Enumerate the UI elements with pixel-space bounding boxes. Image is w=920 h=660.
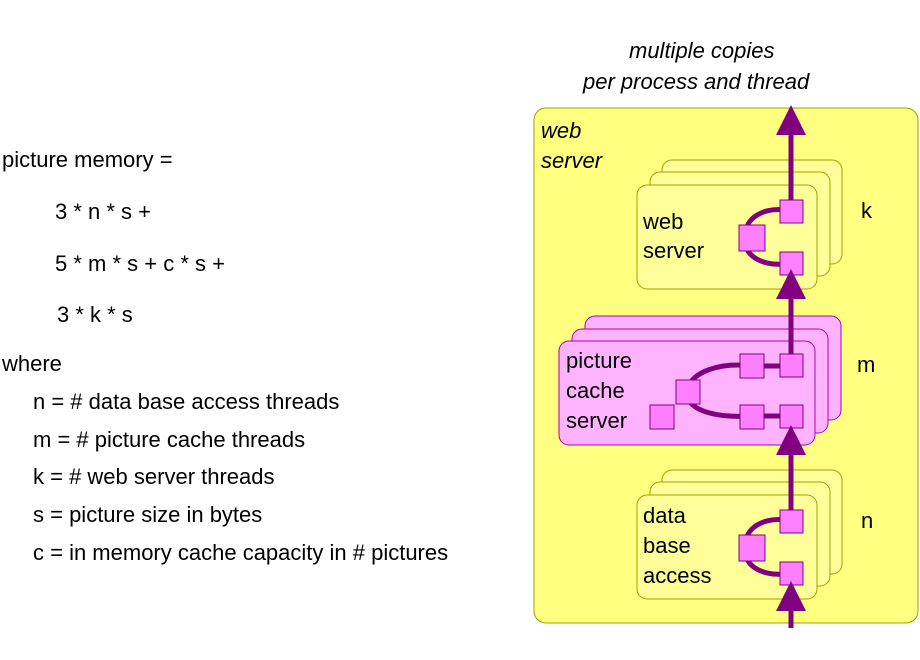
definition-n: n = # data base access threads — [33, 389, 340, 414]
picture-cache-port-top-outer — [779, 353, 804, 378]
picture-cache-port-left-upper — [675, 379, 701, 405]
formula-heading: picture memory = — [2, 147, 173, 172]
caption-line-2: per process and thread — [583, 69, 810, 94]
picture-cache-label-line-3: server — [566, 408, 627, 433]
picture-cache-port-top-inner — [739, 353, 765, 379]
data-base-access-stack: data base access n — [636, 469, 873, 600]
formula-term-1: 3 * n * s + — [55, 199, 152, 224]
definition-c: c = in memory cache capacity in # pictur… — [33, 540, 449, 565]
picture-cache-port-left-lower — [649, 404, 675, 430]
web-server-count: k — [861, 198, 873, 223]
data-base-port-bottom — [779, 561, 804, 586]
web-server-port-left — [738, 224, 766, 252]
data-base-port-left — [738, 534, 766, 562]
web-server-label-line-2: server — [643, 238, 704, 263]
definition-m: m = # picture cache threads — [33, 427, 306, 452]
caption-line-1: multiple copies — [629, 38, 775, 63]
where-label: where — [2, 351, 62, 376]
formula-term-3: 3 * k * s — [57, 302, 133, 327]
definition-k: k = # web server threads — [33, 464, 275, 489]
picture-cache-port-bottom-inner — [739, 404, 765, 430]
web-server-port-bottom — [779, 251, 804, 276]
web-server-stack: web server k — [636, 159, 873, 290]
formula-term-2: 5 * m * s + c * s + — [55, 251, 225, 276]
picture-cache-label-line-1: picture — [566, 348, 632, 373]
definition-s: s = picture size in bytes — [33, 502, 263, 527]
outer-label-line-1: web — [541, 118, 581, 143]
picture-cache-stack: picture cache server m — [558, 315, 875, 446]
picture-cache-port-bottom-outer — [779, 404, 804, 429]
picture-cache-count: m — [857, 352, 875, 377]
data-base-count: n — [861, 508, 873, 533]
data-base-label-line-1: data — [643, 503, 687, 528]
web-server-port-top — [779, 199, 804, 224]
picture-cache-label-line-2: cache — [566, 378, 625, 403]
outer-label-line-2: server — [541, 148, 604, 173]
data-base-label-line-2: base — [643, 533, 691, 558]
data-base-label-line-3: access — [643, 563, 711, 588]
web-server-label-line-1: web — [642, 209, 683, 234]
data-base-port-top — [779, 509, 804, 534]
